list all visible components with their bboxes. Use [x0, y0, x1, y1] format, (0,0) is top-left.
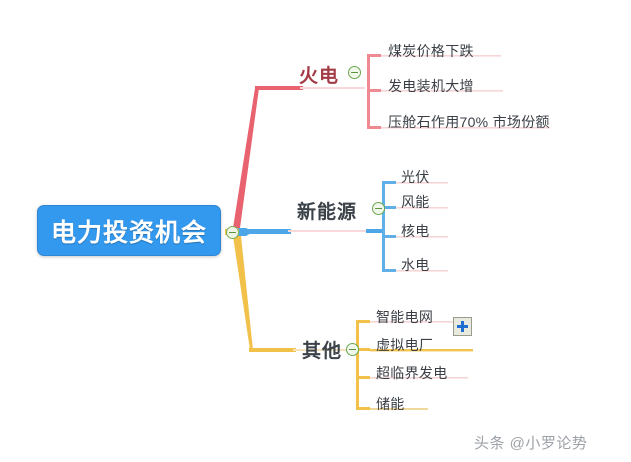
- underline-other-1: [370, 321, 460, 323]
- leaf-label-newenergy-3[interactable]: 核电: [401, 223, 430, 239]
- bracket-newenergy-stem-4: [382, 269, 396, 272]
- underline-thermal-3: [381, 127, 550, 129]
- trunk-other: [233, 236, 253, 350]
- plus-icon-vertical-bar: [461, 321, 464, 332]
- leaf-label-other-3[interactable]: 超临界发电: [376, 365, 448, 381]
- add-node-icon[interactable]: [453, 317, 472, 336]
- underline-newenergy-2: [396, 207, 448, 209]
- leaf-label-thermal-1[interactable]: 煤炭价格下跌: [388, 43, 474, 59]
- bracket-thermal-stem-1: [367, 54, 381, 57]
- leaf-label-other-4[interactable]: 储能: [376, 396, 405, 412]
- underline-other-2: [370, 349, 473, 352]
- trunk-other-horizontal: [249, 348, 296, 352]
- branch-label-thermal[interactable]: 火电: [299, 66, 340, 87]
- trunk-thermal-horizontal: [255, 86, 303, 90]
- leaf-label-thermal-2[interactable]: 发电装机大增: [388, 78, 474, 94]
- branch-toggle-thermal[interactable]: [348, 66, 361, 79]
- bracket-newenergy-stem-3: [382, 235, 396, 238]
- branch-toggle-other[interactable]: [346, 343, 359, 356]
- trunk-thermal: [233, 88, 259, 228]
- bracket-other-stem-1: [356, 320, 370, 323]
- bracket-other-stem-2: [356, 348, 370, 351]
- branch-label-other[interactable]: 其他: [302, 341, 343, 362]
- underline-newenergy-4: [396, 270, 448, 272]
- trunk-newenergy-horizontal-fade: [288, 230, 380, 232]
- underline-newenergy-1: [396, 182, 448, 184]
- leaf-label-newenergy-4[interactable]: 水电: [401, 257, 430, 273]
- underline-other-3: [370, 377, 468, 379]
- bracket-newenergy-stem-2: [382, 206, 396, 209]
- bracket-newenergy-vertical: [382, 181, 385, 272]
- leaf-label-newenergy-2[interactable]: 风能: [401, 194, 430, 210]
- bracket-thermal-stem-3: [367, 126, 381, 129]
- underline-thermal-1: [381, 55, 501, 57]
- trunk-newenergy-horizontal-tail: [366, 229, 382, 233]
- trunk-thermal-horizontal-fade: [300, 87, 365, 89]
- bracket-other-stem-4: [356, 407, 370, 410]
- root-node-label: 电力投资机会: [50, 218, 207, 247]
- underline-newenergy-3: [396, 236, 448, 238]
- trunk-other-horizontal-fade: [293, 349, 353, 351]
- watermark-text: 头条 @小罗论势: [474, 435, 588, 452]
- underline-other-4: [370, 408, 428, 410]
- leaf-label-other-1[interactable]: 智能电网: [376, 309, 434, 325]
- leaf-label-other-2[interactable]: 虚拟电厂: [376, 337, 434, 353]
- root-node[interactable]: 电力投资机会: [37, 205, 221, 256]
- trunk-newenergy-horizontal: [246, 229, 291, 234]
- root-collapse-toggle[interactable]: [226, 226, 239, 239]
- leaf-label-thermal-3[interactable]: 压舱石作用70% 市场份额: [388, 114, 550, 130]
- branch-label-newenergy[interactable]: 新能源: [297, 202, 358, 223]
- bracket-newenergy-stem-1: [382, 181, 396, 184]
- bracket-other-vertical: [356, 320, 359, 410]
- bracket-thermal-stem-2: [367, 89, 381, 92]
- leaf-label-newenergy-1[interactable]: 光伏: [401, 169, 430, 185]
- underline-thermal-2: [381, 90, 503, 92]
- branch-toggle-newenergy[interactable]: [372, 202, 385, 215]
- bracket-other-stem-3: [356, 376, 370, 379]
